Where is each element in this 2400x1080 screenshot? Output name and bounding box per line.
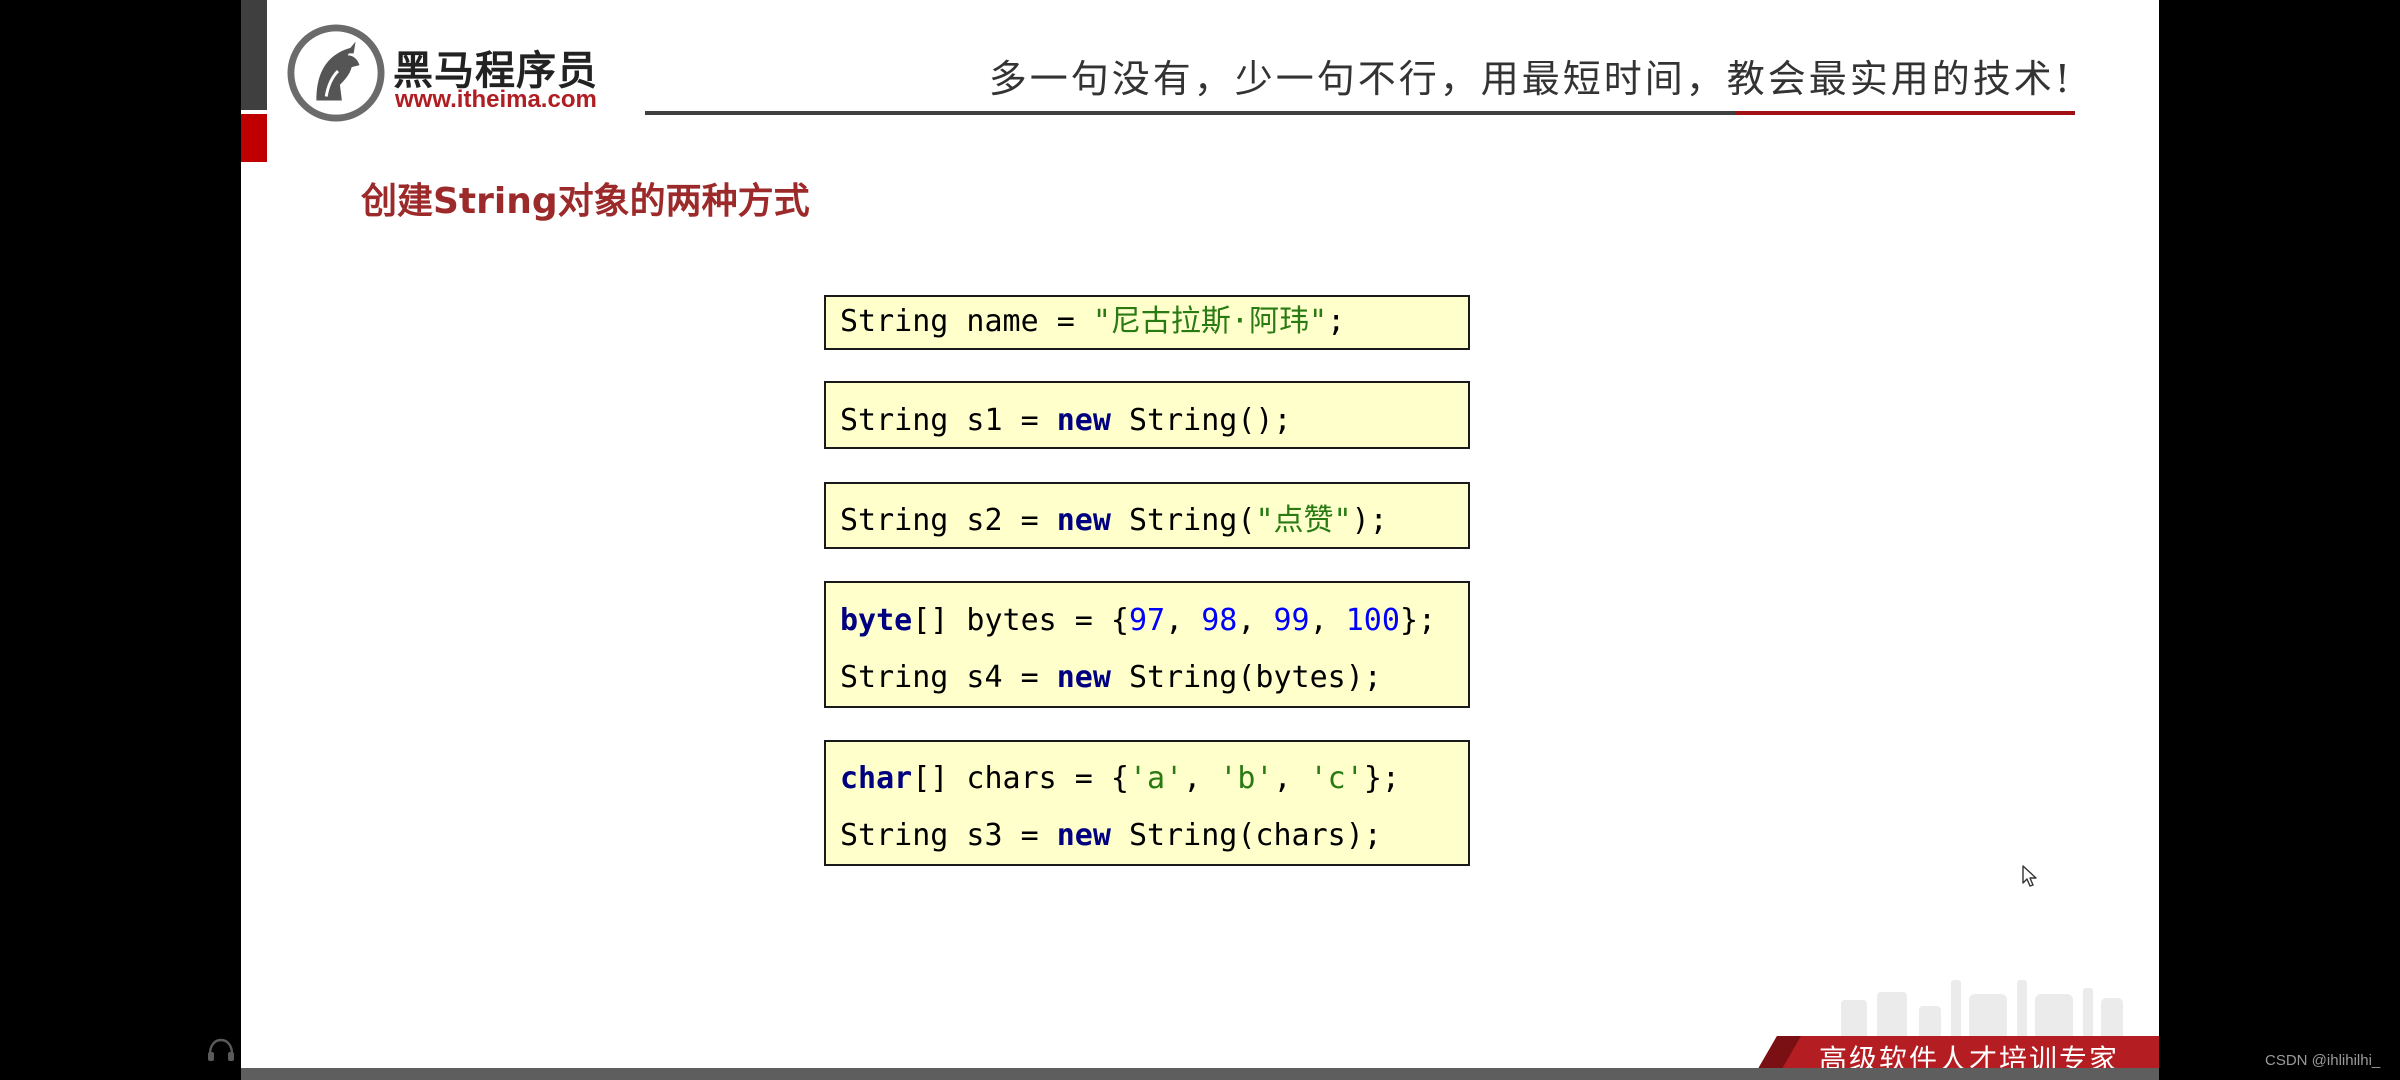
code-text: , xyxy=(1237,603,1274,638)
code-line: String s3 = new String(chars); xyxy=(840,818,1382,854)
code-text: , xyxy=(1183,761,1220,796)
code-text: String s2 = xyxy=(840,503,1057,538)
code-text: String s3 = xyxy=(840,818,1057,853)
code-text: ); xyxy=(1351,503,1388,538)
headset-icon[interactable] xyxy=(206,1036,236,1064)
bilibili-watermark-icon xyxy=(1841,980,2123,1040)
code-string-literal: 'b' xyxy=(1219,761,1274,796)
code-text: String s4 = xyxy=(840,660,1057,695)
code-keyword: byte xyxy=(840,603,913,638)
footer-banner: 高级软件人才培训专家 xyxy=(1755,1036,2159,1068)
code-string-literal: "尼古拉斯·阿玮" xyxy=(1092,304,1328,339)
code-keyword: new xyxy=(1056,503,1111,538)
code-string-literal: 'c' xyxy=(1309,761,1364,796)
code-string-literal: 'a' xyxy=(1129,761,1184,796)
logo-brand-name: 黑马程序员 xyxy=(393,48,598,94)
header-slogan: 多一句没有，少一句不行，用最短时间，教会最实用的技术! xyxy=(988,57,2073,101)
slide-bottom-strip xyxy=(241,1068,2159,1080)
code-number-literal: 98 xyxy=(1201,603,1238,638)
code-text: String name = xyxy=(840,304,1093,339)
code-block-byte-array-constructor: byte[] bytes = {97, 98, 99, 100}; String… xyxy=(824,581,1470,708)
code-text: String(bytes); xyxy=(1110,660,1382,695)
code-text: String s1 = xyxy=(840,403,1057,438)
logo-website-url: www.itheima.com xyxy=(395,86,597,113)
code-text: , xyxy=(1273,761,1310,796)
code-line: String s1 = new String(); xyxy=(840,403,1292,439)
code-block-string-literal: String name = "尼古拉斯·阿玮"; xyxy=(824,295,1470,350)
code-number-literal: 99 xyxy=(1273,603,1310,638)
code-text: , xyxy=(1165,603,1202,638)
header-divider-gray xyxy=(645,111,1735,115)
code-number-literal: 100 xyxy=(1345,603,1400,638)
code-text: }; xyxy=(1363,761,1400,796)
code-text: String(); xyxy=(1110,403,1292,438)
footer-banner-text: 高级软件人才培训专家 xyxy=(1819,1043,2120,1068)
header-divider-red xyxy=(1735,111,2075,115)
code-keyword: new xyxy=(1056,818,1111,853)
brand-logo: 黑马程序员 www.itheima.com xyxy=(287,24,677,124)
code-line: byte[] bytes = {97, 98, 99, 100}; xyxy=(840,603,1436,639)
code-text: String(chars); xyxy=(1110,818,1382,853)
slide-left-red-marker xyxy=(241,114,267,162)
code-keyword: new xyxy=(1056,660,1111,695)
code-text: ; xyxy=(1327,304,1346,339)
code-number-literal: 97 xyxy=(1129,603,1166,638)
code-text: [] chars = { xyxy=(912,761,1129,796)
code-block-empty-constructor: String s1 = new String(); xyxy=(824,381,1470,449)
code-line: String s4 = new String(bytes); xyxy=(840,660,1382,696)
code-block-char-array-constructor: char[] chars = {'a', 'b', 'c'}; String s… xyxy=(824,740,1470,866)
horse-head-logo-icon xyxy=(287,24,385,122)
slide: 黑马程序员 www.itheima.com 多一句没有，少一句不行，用最短时间，… xyxy=(241,0,2159,1068)
code-text: , xyxy=(1309,603,1346,638)
csdn-credit: CSDN @ihlihilhi_ xyxy=(2265,1052,2381,1069)
footer-banner-shape xyxy=(1758,1036,2159,1068)
code-block-string-constructor: String s2 = new String("点赞"); xyxy=(824,482,1470,549)
code-text: [] bytes = { xyxy=(912,603,1129,638)
code-keyword: char xyxy=(840,761,913,796)
code-line: String s2 = new String("点赞"); xyxy=(840,503,1388,539)
mouse-cursor-icon xyxy=(2022,865,2037,887)
code-text: String( xyxy=(1110,503,1256,538)
code-text: }; xyxy=(1399,603,1437,638)
code-keyword: new xyxy=(1056,403,1111,438)
slide-title: 创建String对象的两种方式 xyxy=(361,181,810,222)
code-line: String name = "尼古拉斯·阿玮"; xyxy=(840,304,1345,340)
slide-left-accent-bar xyxy=(241,0,267,110)
code-string-literal: "点赞" xyxy=(1255,503,1352,538)
code-line: char[] chars = {'a', 'b', 'c'}; xyxy=(840,761,1400,797)
